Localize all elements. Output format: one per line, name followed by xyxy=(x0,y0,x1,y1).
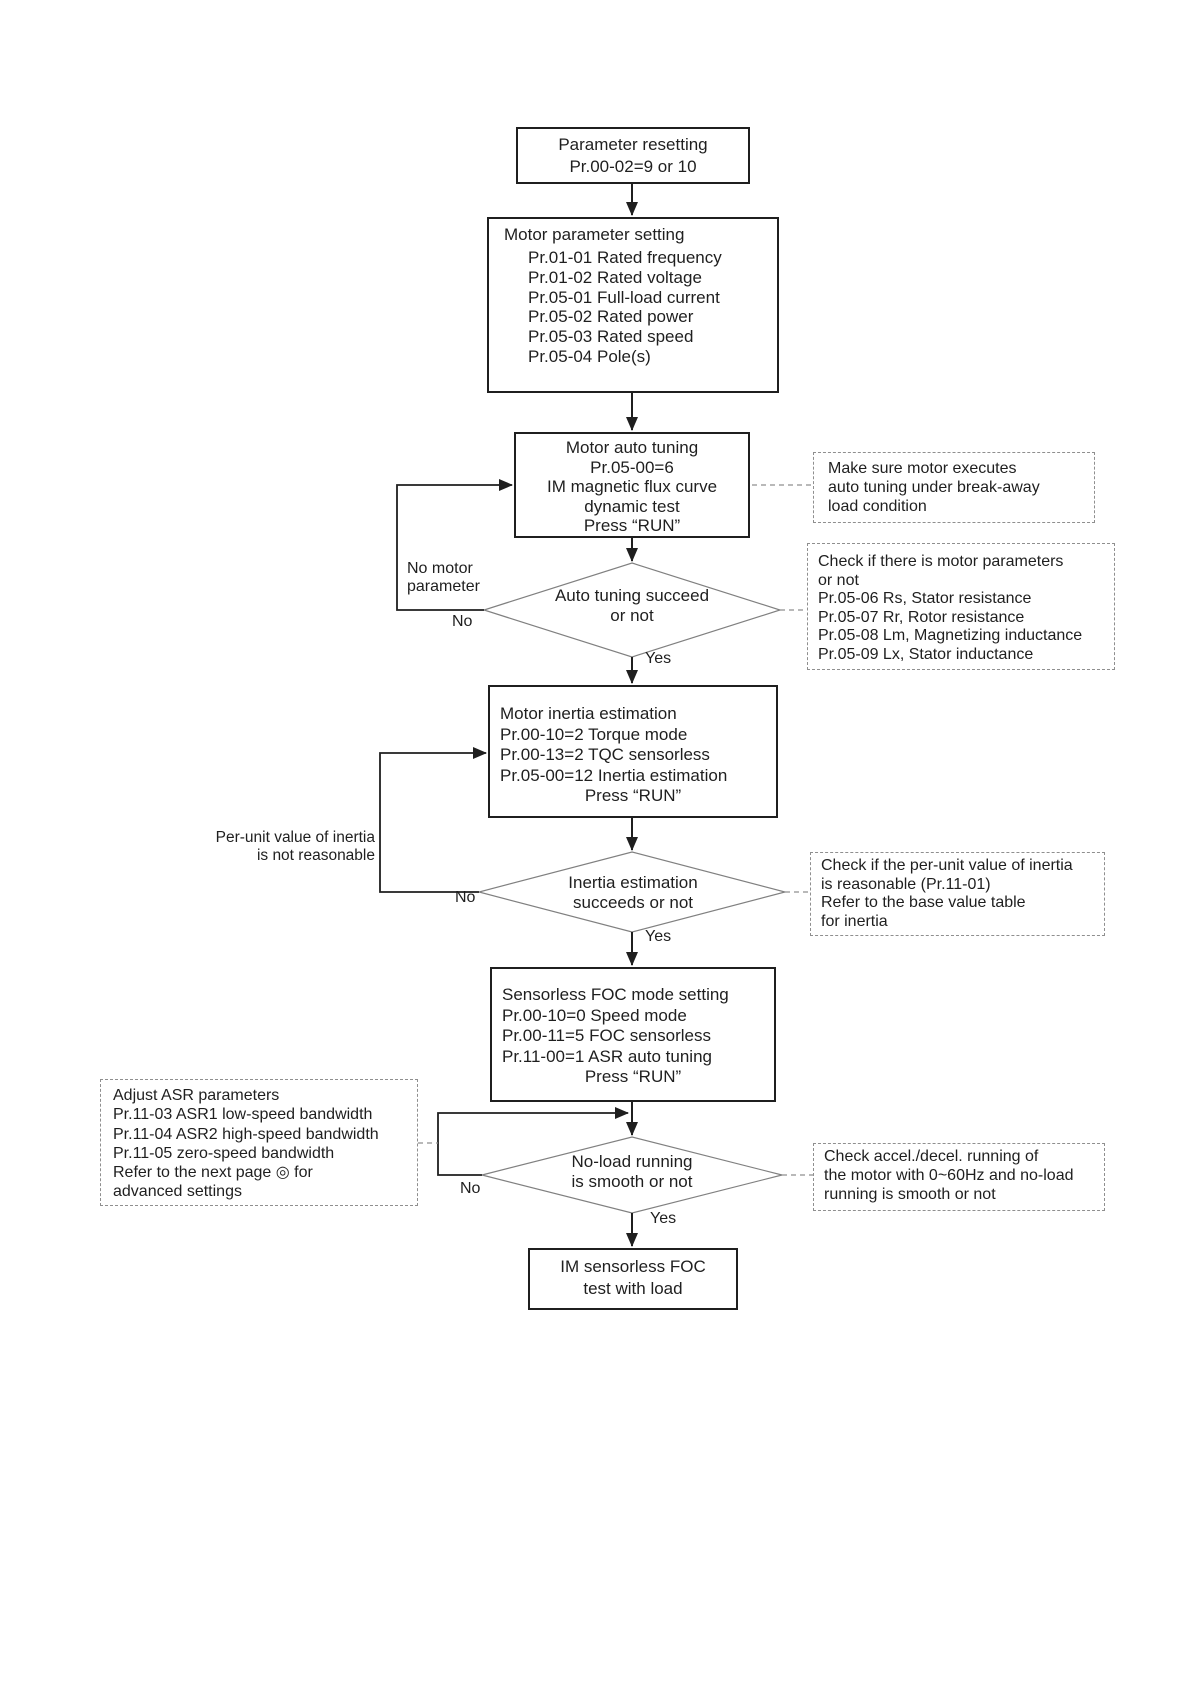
note-line: the motor with 0~60Hz and no-load xyxy=(824,1167,1074,1184)
decision-line: Inertia estimation xyxy=(568,873,698,892)
note-break-away-load: Make sure motor executes auto tuning und… xyxy=(813,452,1095,523)
decision-line: is smooth or not xyxy=(571,1172,693,1191)
label-line: parameter xyxy=(407,578,480,595)
decision-line: or not xyxy=(610,606,654,625)
note-line: Pr.05-09 Lx, Stator inductance xyxy=(818,645,1034,663)
note-line: is reasonable (Pr.11-01) xyxy=(821,875,991,893)
node-line: Pr.01-02 Rated voltage xyxy=(528,267,702,287)
node-line: IM sensorless FOC xyxy=(560,1257,706,1276)
note-line: load condition xyxy=(828,498,927,515)
decision-auto-tuning-label: Auto tuning succeed or not xyxy=(482,586,782,626)
note-line: Pr.11-03 ASR1 low-speed bandwidth xyxy=(113,1106,373,1124)
node-motor-parameter-setting: Motor parameter setting Pr.01-01 Rated f… xyxy=(487,217,779,393)
note-line: for inertia xyxy=(821,912,888,930)
label-no-motor-parameter: No motor parameter xyxy=(407,560,480,596)
note-line: Refer to the next page ◎ for xyxy=(113,1164,313,1182)
node-motor-auto-tuning: Motor auto tuning Pr.05-00=6 IM magnetic… xyxy=(514,432,750,538)
label-no-inertia: No xyxy=(455,889,476,906)
label-inertia-not-reasonable: Per-unit value of inertia is not reasona… xyxy=(175,829,375,865)
node-title: Motor parameter setting xyxy=(504,225,685,244)
node-line: Pr.05-02 Rated power xyxy=(528,307,694,327)
note-line: advanced settings xyxy=(113,1183,242,1201)
note-check-motor-parameters: Check if there is motor parameters or no… xyxy=(807,543,1115,670)
node-line: Sensorless FOC mode setting xyxy=(502,985,729,1004)
label-line: No motor xyxy=(407,560,473,577)
node-line: Pr.00-10=2 Torque mode xyxy=(500,724,688,744)
node-line: Pr.05-00=6 xyxy=(590,457,674,477)
decision-line: No-load running xyxy=(571,1152,693,1171)
note-line: Check if there is motor parameters xyxy=(818,553,1064,570)
label-yes-inertia: Yes xyxy=(645,928,672,945)
node-line: Pr.01-01 Rated frequency xyxy=(528,248,722,267)
loop-no-load-not-smooth xyxy=(437,1107,629,1176)
node-line: Pr.00-02=9 or 10 xyxy=(569,157,697,176)
note-line: Adjust ASR parameters xyxy=(113,1087,280,1104)
note-check-accel-decel: Check accel./decel. running of the motor… xyxy=(813,1143,1105,1211)
note-line: Check accel./decel. running of xyxy=(824,1148,1039,1165)
node-line: Pr.05-01 Full-load current xyxy=(528,287,720,307)
note-adjust-asr-parameters: Adjust ASR parameters Pr.11-03 ASR1 low-… xyxy=(100,1079,418,1206)
node-line: Motor inertia estimation xyxy=(500,704,677,723)
note-line: Make sure motor executes xyxy=(828,460,1017,477)
node-line: Pr.00-13=2 TQC sensorless xyxy=(500,745,710,764)
note-line: running is smooth or not xyxy=(824,1186,996,1203)
note-line: Pr.05-08 Lm, Magnetizing inductance xyxy=(818,627,1083,645)
note-check-inertia-value: Check if the per-unit value of inertia i… xyxy=(810,852,1105,936)
node-line: Press “RUN” xyxy=(584,786,682,805)
label-line: is not reasonable xyxy=(256,847,375,864)
node-line: Pr.00-11=5 FOC sensorless xyxy=(502,1026,711,1045)
label-line: Per-unit value of inertia xyxy=(215,829,375,846)
label-yes-auto-tuning: Yes xyxy=(645,650,672,667)
label-yes-noload: Yes xyxy=(650,1210,677,1227)
node-line: Press “RUN” xyxy=(584,1067,682,1086)
node-line: test with load xyxy=(583,1279,683,1298)
loop-no-motor-parameter xyxy=(396,479,513,611)
note-line: Refer to the base value table xyxy=(821,894,1026,912)
node-im-sensorless-foc-test: IM sensorless FOC test with load xyxy=(528,1248,738,1310)
node-line: Pr.11-00=1 ASR auto tuning xyxy=(502,1046,712,1066)
node-line: Pr.05-04 Pole(s) xyxy=(528,346,651,366)
node-line: Pr.00-10=0 Speed mode xyxy=(502,1005,687,1025)
node-line: dynamic test xyxy=(584,496,680,516)
node-line: Press “RUN” xyxy=(583,516,681,536)
label-no-auto-tuning: No xyxy=(452,613,473,630)
decision-line: Auto tuning succeed xyxy=(554,586,710,605)
node-sensorless-foc-mode-setting: Sensorless FOC mode setting Pr.00-10=0 S… xyxy=(490,967,776,1102)
label-no-noload: No xyxy=(460,1180,481,1197)
node-parameter-resetting: Parameter resetting Pr.00-02=9 or 10 xyxy=(516,127,750,184)
note-line: Pr.11-04 ASR2 high-speed bandwidth xyxy=(113,1125,379,1143)
node-line: Parameter resetting xyxy=(558,135,708,154)
decision-inertia-estimation-label: Inertia estimation succeeds or not xyxy=(483,873,783,913)
note-line: Pr.11-05 zero-speed bandwidth xyxy=(113,1144,335,1162)
note-line: Pr.05-07 Rr, Rotor resistance xyxy=(818,608,1025,626)
decision-no-load-running-label: No-load running is smooth or not xyxy=(482,1152,782,1192)
node-line: Pr.05-03 Rated speed xyxy=(528,327,694,347)
node-line: IM magnetic flux curve xyxy=(546,477,718,497)
note-line: Check if the per-unit value of inertia xyxy=(821,857,1073,874)
note-line: auto tuning under break-away xyxy=(828,479,1040,496)
note-line: or not xyxy=(818,571,859,589)
node-line: Pr.05-00=12 Inertia estimation xyxy=(500,765,728,785)
decision-line: succeeds or not xyxy=(572,893,693,912)
node-motor-inertia-estimation: Motor inertia estimation Pr.00-10=2 Torq… xyxy=(488,685,778,818)
node-line: Motor auto tuning xyxy=(565,438,699,457)
note-line: Pr.05-06 Rs, Stator resistance xyxy=(818,590,1032,608)
loop-inertia-not-reasonable xyxy=(379,747,487,893)
